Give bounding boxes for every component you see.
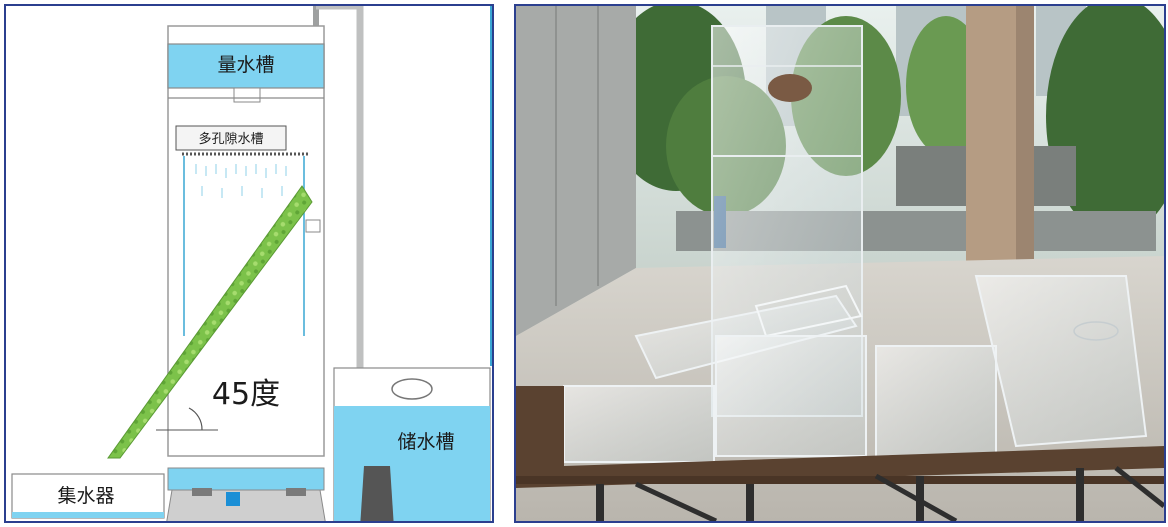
vegetated-slope [107, 185, 313, 459]
measuring-tank: 量水槽 [167, 43, 325, 103]
porous-tank: 多孔隙水槽 [175, 125, 310, 156]
angle-label: 45度 [212, 377, 280, 412]
concrete-wall [516, 6, 636, 336]
photo-illustration [516, 6, 1164, 521]
rain-zone-frame [183, 156, 305, 336]
angle-arc [188, 407, 203, 431]
collector-label: 集水器 [57, 485, 114, 507]
base-foot-left [192, 488, 212, 496]
table [516, 386, 1164, 521]
acrylic-boxes [563, 275, 1148, 463]
schematic-diagram: 量水槽 多孔隙水槽 [11, 6, 492, 521]
column-base [166, 489, 326, 521]
rain-drops [195, 164, 287, 198]
bottom-water-pan [167, 467, 325, 491]
slope-hinge [305, 219, 321, 233]
water-collector: 集水器 [11, 473, 165, 519]
measuring-tank-label: 量水槽 [217, 54, 274, 76]
schematic-panel: 量水槽 多孔隙水槽 [4, 4, 494, 523]
storage-tank-label: 储水槽 [397, 431, 454, 453]
porous-tank-label: 多孔隙水槽 [198, 131, 263, 147]
apparatus-photo [514, 4, 1166, 523]
outlet-valve [226, 492, 240, 506]
storage-tank: 储水槽 [333, 367, 491, 521]
base-foot-right [286, 488, 306, 496]
supply-pipe [316, 6, 364, 461]
test-column [167, 25, 325, 457]
porous-pot [768, 74, 812, 102]
